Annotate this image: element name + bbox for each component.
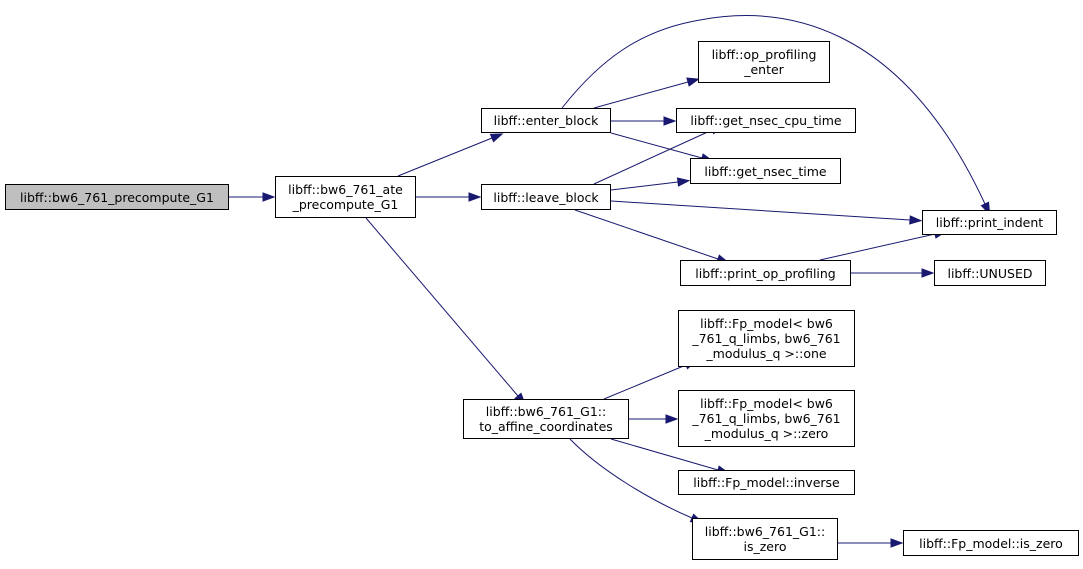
node-label-line: to_affine_coordinates xyxy=(479,419,613,434)
node-label-line: libff::Fp_model< bw6 xyxy=(700,396,833,411)
node-print-indent[interactable]: libff::print_indent xyxy=(922,210,1057,235)
edge-arrowhead xyxy=(909,215,923,225)
edge-leave_block-to-nsec_cpu xyxy=(593,129,713,185)
edge-ate_precompute-to-to_affine xyxy=(365,217,519,397)
node-print-op-profiling[interactable]: libff::print_op_profiling xyxy=(680,260,851,286)
node-fp-model-one[interactable]: libff::Fp_model< bw6_761_q_limbs, bw6_76… xyxy=(678,310,855,367)
edge-arrowhead xyxy=(676,177,691,187)
edge-print_op_prof-to-print_indent xyxy=(819,233,936,261)
edge-leave_block-to-print_indent xyxy=(610,200,911,221)
node-label-line: libff::op_profiling xyxy=(711,47,817,62)
node-op-profiling-enter[interactable]: libff::op_profiling_enter xyxy=(698,41,830,83)
node-label-line: libff::bw6_761_G1:: xyxy=(704,524,826,539)
edge-arrowhead xyxy=(921,268,935,278)
edge-ate_precompute-to-enter_block xyxy=(397,137,493,177)
node-label-line: libff::get_nsec_time xyxy=(704,163,827,179)
node-label-line: is_zero xyxy=(743,539,787,554)
node-label-line: libff::get_nsec_cpu_time xyxy=(690,113,842,128)
node-bw6-761-ate-precompute-g1[interactable]: libff::bw6_761_ate_precompute_G1 xyxy=(275,176,416,218)
edge-arrowhead xyxy=(468,192,482,202)
node-unused[interactable]: libff::UNUSED xyxy=(934,260,1046,286)
node-to-affine-coordinates[interactable]: libff::bw6_761_G1::to_affine_coordinates xyxy=(463,399,629,439)
edge-arrowhead xyxy=(262,192,276,202)
node-label-line: libff::bw6_761_G1:: xyxy=(485,404,607,419)
edge-arrowhead xyxy=(890,538,904,548)
edge-leave_block-to-print_op_prof xyxy=(574,209,719,260)
node-label-line: _enter xyxy=(744,62,784,77)
node-label-line: _modulus_q >::zero xyxy=(704,426,829,441)
edge-to_affine-to-fp_one xyxy=(603,364,687,400)
edge-enter_block-to-print_indent xyxy=(561,15,986,205)
edge-arrowhead xyxy=(663,116,677,126)
node-bw6-761-g1-is-zero[interactable]: libff::bw6_761_G1::is_zero xyxy=(692,518,838,560)
node-enter-block[interactable]: libff::enter_block xyxy=(481,108,611,133)
edge-to_affine-to-g1_is_zero xyxy=(569,438,693,519)
node-label-line: libff::UNUSED xyxy=(947,265,1033,281)
node-label-line: libff::Fp_model< bw6 xyxy=(700,316,833,331)
node-label-line: libff::leave_block xyxy=(493,189,599,205)
node-label-line: _761_q_limbs, bw6_761 xyxy=(692,411,841,426)
edge-to_affine-to-fp_inverse xyxy=(610,438,719,471)
edge-leave_block-to-nsec_time xyxy=(610,181,679,191)
node-fp-model-inverse[interactable]: libff::Fp_model::inverse xyxy=(678,470,855,495)
node-label-line: libff::Fp_model::is_zero xyxy=(919,535,1063,551)
edge-arrowhead xyxy=(665,414,679,424)
node-label-line: _modulus_q >::one xyxy=(706,346,827,361)
node-label-line: _761_q_limbs, bw6_761 xyxy=(692,331,841,346)
node-fp-model-is-zero[interactable]: libff::Fp_model::is_zero xyxy=(903,530,1079,556)
edge-arrowhead xyxy=(489,133,504,143)
node-fp-model-zero[interactable]: libff::Fp_model< bw6_761_q_limbs, bw6_76… xyxy=(678,390,855,447)
node-get-nsec-cpu-time[interactable]: libff::get_nsec_cpu_time xyxy=(676,108,856,133)
node-label-line: libff::print_indent xyxy=(935,215,1044,230)
edge-arrowhead xyxy=(686,77,700,87)
node-bw6-761-precompute-g1: libff::bw6_761_precompute_G1 xyxy=(5,184,229,210)
node-leave-block[interactable]: libff::leave_block xyxy=(481,184,611,210)
edge-enter_block-to-op_prof_enter xyxy=(593,81,689,109)
node-label-line: libff::enter_block xyxy=(493,113,599,128)
node-label-line: libff::bw6_761_precompute_G1 xyxy=(20,189,214,205)
edge-enter_block-to-nsec_time xyxy=(610,132,703,159)
node-label-line: libff::Fp_model::inverse xyxy=(693,475,840,490)
node-label-line: libff::bw6_761_ate xyxy=(288,182,403,197)
node-label-line: _precompute_G1 xyxy=(292,197,399,212)
node-label-line: libff::print_op_profiling xyxy=(695,265,836,281)
node-get-nsec-time[interactable]: libff::get_nsec_time xyxy=(690,158,841,184)
